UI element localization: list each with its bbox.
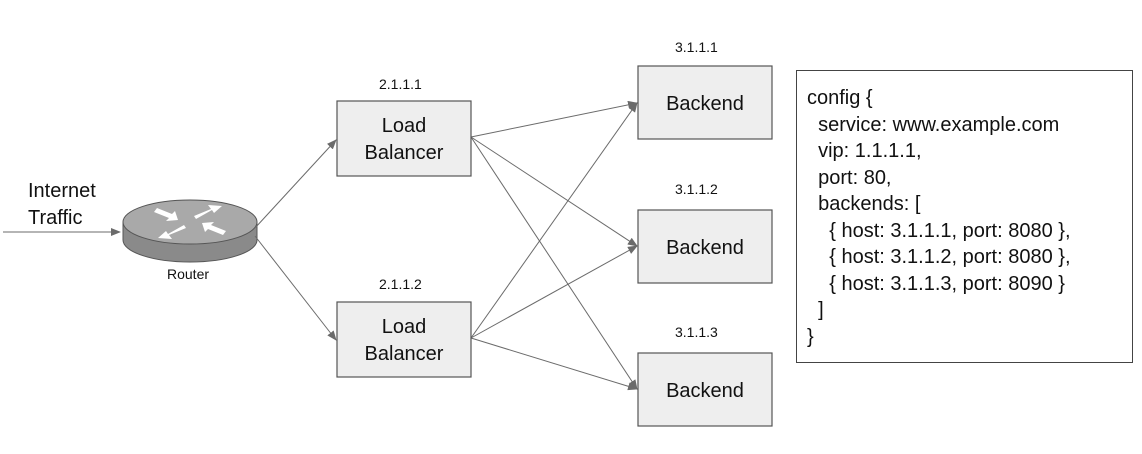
load-balancer-box xyxy=(336,301,472,378)
load-balancer-node: 2.1.1.2 Load Balancer xyxy=(336,276,472,378)
load-balancer-label-line2: Balancer xyxy=(365,343,444,365)
config-line: backends: [ xyxy=(807,193,921,215)
edge-lb2-to-backend1 xyxy=(470,102,638,339)
config-line: { host: 3.1.1.2, port: 8080 }, xyxy=(807,246,1071,268)
config-line: { host: 3.1.1.3, port: 8090 } xyxy=(807,272,1065,295)
internet-traffic-label-line1: Internet xyxy=(28,180,96,202)
edge-lb2-to-backend3 xyxy=(470,337,638,391)
backend-box xyxy=(637,209,773,284)
backend-node: 3.1.1.3 Backend xyxy=(637,324,773,427)
router-icon xyxy=(122,199,258,263)
backend-ip: 3.1.1.2 xyxy=(675,181,718,197)
edge-lb1-to-backend2 xyxy=(470,136,638,247)
internet-traffic-label-line2: Traffic xyxy=(28,207,82,229)
backend-node: 3.1.1.1 Backend xyxy=(637,39,773,140)
edge-lb2-to-backend2 xyxy=(470,245,638,339)
load-balancer-label-line1: Load xyxy=(382,316,427,338)
config-line: config { xyxy=(807,87,873,109)
router-label: Router xyxy=(167,266,209,282)
edge-lb1-to-backend1 xyxy=(470,100,638,138)
load-balancer-ip: 2.1.1.2 xyxy=(379,276,422,292)
edge-router-to-lb2 xyxy=(254,235,337,341)
backend-ip: 3.1.1.1 xyxy=(675,39,718,55)
backend-box xyxy=(637,65,773,140)
backend-node: 3.1.1.2 Backend xyxy=(637,181,773,284)
load-balancer-label-line2: Balancer xyxy=(365,142,444,164)
backend-box xyxy=(637,352,773,427)
config-line: service: www.example.com xyxy=(807,113,1060,136)
edge-lb1-to-backend3 xyxy=(470,136,638,390)
config-line: vip: 1.1.1.1, xyxy=(807,140,922,162)
config-line: port: 80, xyxy=(807,166,892,189)
backend-label: Backend xyxy=(666,380,744,402)
edge-router-to-lb1 xyxy=(254,139,337,229)
load-balancer-box xyxy=(336,100,472,177)
backend-label: Backend xyxy=(666,93,744,115)
load-balancer-ip: 2.1.1.1 xyxy=(379,76,422,92)
config-line: { host: 3.1.1.1, port: 8080 }, xyxy=(807,219,1071,242)
backend-ip: 3.1.1.3 xyxy=(675,324,718,340)
config-line: ] xyxy=(807,299,824,321)
backend-label: Backend xyxy=(666,237,744,259)
config-panel: config { service: www.example.com vip: 1… xyxy=(796,70,1133,363)
load-balancer-label-line1: Load xyxy=(382,115,427,137)
config-line: } xyxy=(807,325,814,348)
load-balancer-node: 2.1.1.1 Load Balancer xyxy=(336,76,472,177)
